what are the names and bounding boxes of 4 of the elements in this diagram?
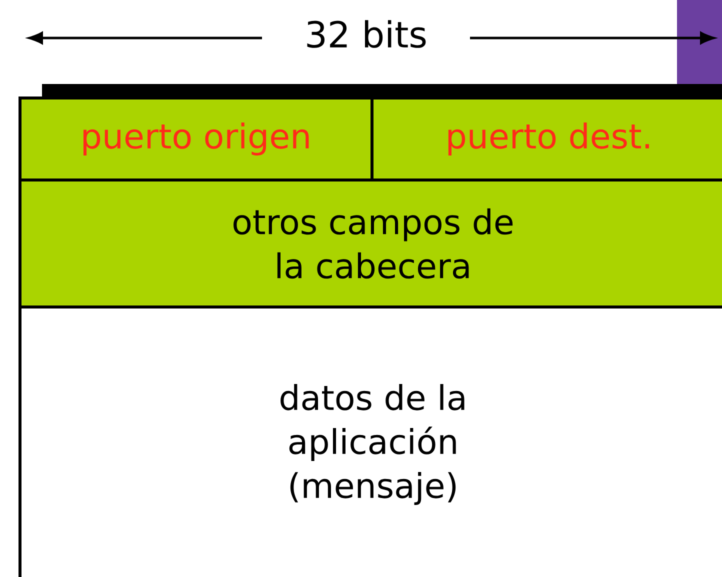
dimension-label: 32 bits bbox=[307, 20, 426, 48]
field-box: puerto origen bbox=[18, 96, 374, 182]
data-box: datos de la aplicación (mensaje) bbox=[18, 306, 722, 577]
field-box: puerto dest. bbox=[370, 96, 722, 182]
